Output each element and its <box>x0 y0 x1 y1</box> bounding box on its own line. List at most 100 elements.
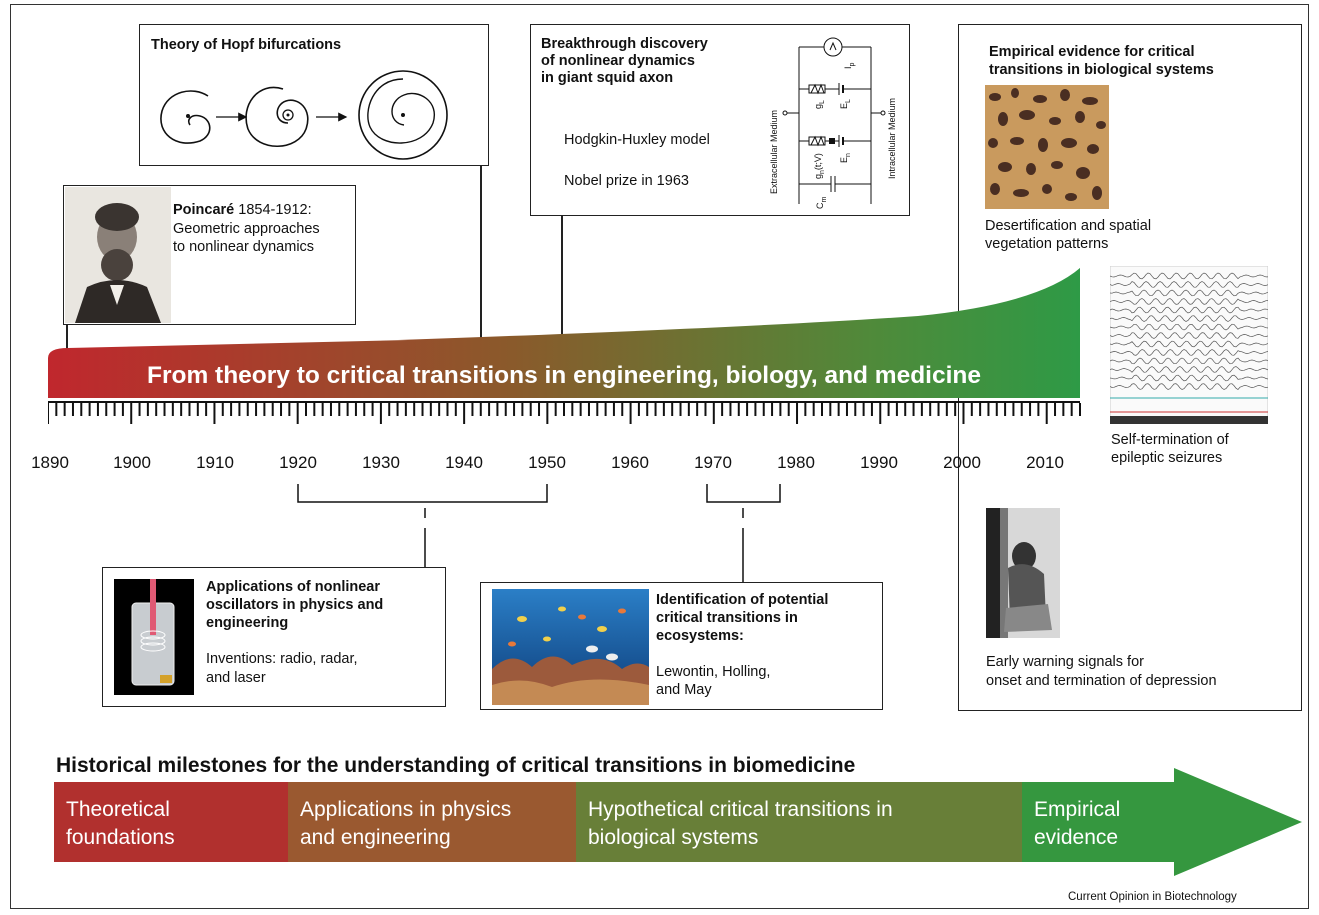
connector-squid <box>561 216 563 342</box>
desert-caption-1: Desertification and spatial <box>985 218 1152 234</box>
connector-hopf <box>480 166 482 376</box>
desert-caption-2: vegetation patterns <box>985 236 1109 252</box>
year-label: 2000 <box>943 453 981 472</box>
circuit-el: E <box>839 103 849 109</box>
poincare-portrait <box>65 187 171 323</box>
eeg-channel-trace <box>1110 357 1268 365</box>
year-label: 1900 <box>113 453 151 472</box>
oscillators-title-3: engineering <box>206 615 289 631</box>
eeg-channel-trace <box>1110 298 1268 305</box>
circuit-gn-label: gn(t;V) <box>813 153 826 179</box>
circuit-cm-label: Cm <box>815 197 828 210</box>
squid-title-1: Breakthrough discovery <box>541 36 708 52</box>
banner-text: From theory to critical transitions in e… <box>146 362 982 389</box>
empirical-title-1: Empirical evidence for critical <box>989 44 1195 60</box>
depression-caption-2: onset and termination of depression <box>986 673 1217 689</box>
circuit-en-label: En <box>839 153 852 163</box>
oscillators-desc-2: and laser <box>206 670 266 686</box>
poincare-desc-2: to nonlinear dynamics <box>173 239 315 255</box>
circuit-gl-label: gL <box>813 100 826 109</box>
bracket-1970-1980 <box>706 484 781 584</box>
year-label: 1950 <box>528 453 566 472</box>
hopf-title: Theory of Hopf bifurcations <box>151 37 342 53</box>
eeg-trace-image <box>1110 266 1268 424</box>
year-label: 1990 <box>860 453 898 472</box>
year-label: 1920 <box>279 453 317 472</box>
eeg-channel-trace <box>1110 340 1268 348</box>
ecosystems-desc-2: and May <box>656 682 712 698</box>
milestone-hypothetical-line-1: Hypothetical critical transitions in <box>588 798 893 821</box>
milestone-hypothetical-line-2: biological systems <box>588 826 759 849</box>
seizure-caption-2: epileptic seizures <box>1111 450 1223 466</box>
year-label: 1930 <box>362 453 400 472</box>
circuit-gn: g <box>813 174 823 179</box>
year-label: 1960 <box>611 453 649 472</box>
timeline-banner-body <box>48 268 1080 398</box>
squid-axon-box: Breakthrough discovery of nonlinear dyna… <box>530 24 910 216</box>
eeg-channel-trace <box>1110 323 1268 331</box>
milestone-theoretical-line-2: foundations <box>66 826 175 849</box>
circuit-extra-label: Extracellular Medium <box>769 110 779 194</box>
oscillators-desc-1: Inventions: radio, radar, <box>206 651 358 667</box>
year-label: 1940 <box>445 453 483 472</box>
milestones-arrow <box>1174 768 1302 876</box>
circuit-gn-arg: (t;V) <box>813 153 823 170</box>
eeg-channel-trace <box>1110 349 1268 356</box>
ecosystems-title-1: Identification of potential <box>656 592 829 608</box>
coral-reef-image <box>492 589 649 705</box>
circuit-cm: C <box>815 202 825 209</box>
poincare-heading: Poincaré 1854-1912: <box>173 202 312 219</box>
year-label: 1910 <box>196 453 234 472</box>
oscillators-title-1: Applications of nonlinear <box>206 579 381 595</box>
circuit-ip-sub: p <box>849 62 856 66</box>
squid-model: Hodgkin-Huxley model <box>564 132 710 148</box>
ecosystems-box: Identification of potential critical tra… <box>480 582 883 710</box>
milestone-applications-line-2: and engineering <box>300 826 451 849</box>
poincare-years: 1854-1912: <box>234 202 312 218</box>
timeline-banner <box>48 268 1080 340</box>
eeg-channel-trace <box>1110 315 1268 322</box>
eeg-channel-trace <box>1110 332 1268 339</box>
circuit-ip: I <box>843 66 853 69</box>
milestone-theoretical-line-1: Theoretical <box>66 798 170 821</box>
hopf-spirals-diagram <box>160 70 448 160</box>
milestone-theoretical: Theoretical foundations <box>54 782 290 862</box>
milestone-hypothetical: Hypothetical critical transitions in bio… <box>576 782 1024 862</box>
milestones-heading: Historical milestones for the understand… <box>56 754 856 777</box>
figure-frame <box>10 4 1309 909</box>
vegetation-pattern-photo <box>985 85 1109 209</box>
milestone-empirical: Empirical evidence <box>1022 782 1176 862</box>
year-label: 1980 <box>777 453 815 472</box>
oscillators-title-2: oscillators in physics and <box>206 597 384 613</box>
circuit-gn-sub: n <box>819 170 826 174</box>
poincare-box: Poincaré 1854-1912: Geometric approaches… <box>63 185 356 325</box>
bracket-1920-1950 <box>297 484 548 569</box>
milestone-empirical-line-1: Empirical <box>1034 798 1121 821</box>
hodgkin-huxley-circuit: Extracellular Medium Intracellular Mediu… <box>769 37 897 210</box>
laser-device-image <box>114 579 194 695</box>
year-label: 1970 <box>694 453 732 472</box>
eeg-channel-trace <box>1110 383 1268 390</box>
journal-credit: Current Opinion in Biotechnology <box>1068 891 1237 903</box>
ecosystems-desc-1: Lewontin, Holling, <box>656 664 771 680</box>
circuit-ip-label: Ip <box>843 62 856 69</box>
year-label: 1890 <box>31 453 69 472</box>
circuit-gl: g <box>813 104 823 109</box>
depression-photo <box>986 508 1060 638</box>
milestone-empirical-line-2: evidence <box>1034 826 1119 849</box>
eeg-channel-trace <box>1110 374 1268 382</box>
circuit-en: E <box>839 157 849 163</box>
poincare-name: Poincaré <box>173 202 235 218</box>
circuit-en-sub: n <box>845 153 852 157</box>
ecosystems-title-2: critical transitions in <box>656 610 798 626</box>
year-label: 2010 <box>1026 453 1064 472</box>
squid-title-2: of nonlinear dynamics <box>541 53 695 69</box>
circuit-intra-label: Intracellular Medium <box>887 98 897 179</box>
empirical-title-2: transitions in biological systems <box>989 62 1214 78</box>
timeline-ruler <box>48 401 1081 424</box>
circuit-el-sub: L <box>845 99 852 103</box>
hopf-box: Theory of Hopf bifurcations <box>139 24 489 166</box>
oscillators-box: Applications of nonlinear oscillators in… <box>102 567 446 707</box>
circuit-gl-sub: L <box>819 100 826 104</box>
poincare-desc-1: Geometric approaches <box>173 221 320 237</box>
